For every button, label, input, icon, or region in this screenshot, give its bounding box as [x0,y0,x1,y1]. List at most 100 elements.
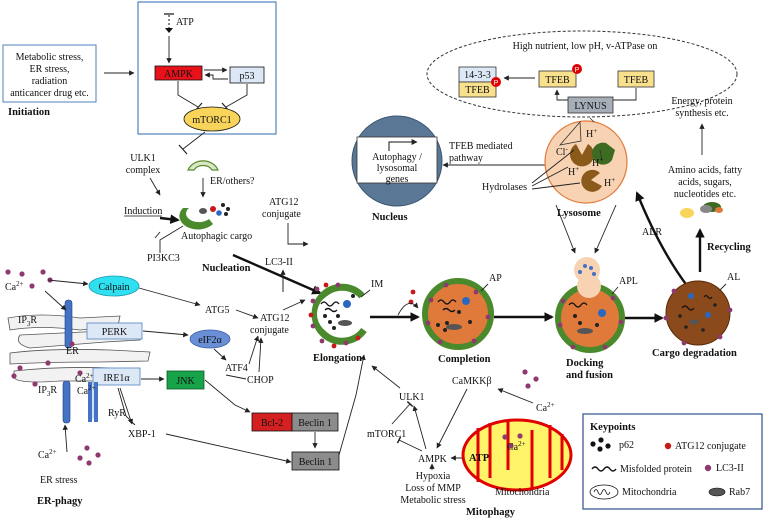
xbp1-to-beclin-arrow [165,433,292,464]
alr-arrow [635,191,689,288]
phagophore-icon [179,203,230,230]
ca-label-bottom: Ca2+ [38,448,57,461]
ryr-channel-icon [88,382,98,422]
atg5-label: ATG5 [205,305,229,316]
recycling-title: Recycling [707,242,751,253]
mtorc1-inhibits-ulk1 [182,131,206,150]
energy-line-2: synthesis etc. [675,108,728,119]
atg12-top-arrow [287,223,309,247]
lc3-icon [704,464,712,472]
ulk1-line-1: ULK1 [130,153,156,164]
mitochondria-label: Mitochondria [495,487,550,498]
ca-dots-mito-inner [502,433,523,449]
ca-label-mito-inner: Ca2+ [507,440,526,453]
pi3kc3-connector [159,225,184,253]
jnk-box [166,370,205,390]
al-label: AL [727,272,740,283]
lysosome-section: High nutrient, low pH, v-ATPase on 14-3-… [351,30,738,254]
autophagosome-icon [422,278,494,350]
legend-title: Keypoints [590,422,636,433]
stress-box [2,44,97,103]
legend-rab7: Rab7 [729,487,750,498]
beclin1-lower-label: Beclin 1 [299,457,333,468]
legend-atg12: ATG12 conjugate [675,441,746,452]
tfeb-pathway-line-1: TFEB mediated [449,141,513,152]
er-crescent-icon [187,160,219,171]
genes-line-2: lysosomal [377,163,418,174]
h-label-3: H+ [592,156,603,169]
autophagic-cargo-label: Autophagic cargo [181,231,252,242]
autolysosome-icon [663,280,733,346]
stress-line-3: radiation [32,76,68,87]
nucleation-title: Nucleation [202,263,251,274]
atg12-er-to-elongation-arrow [282,299,306,311]
eif2a-to-atf4-arrow [213,348,227,361]
atg12-icon [664,442,672,450]
initiation-section: Metabolic stress, ER stress, radiation a… [2,1,277,224]
nutrient-ellipse [426,30,738,118]
tfeb-bound-box [458,81,497,98]
hydrolases-label: Hydrolases [482,182,527,193]
energy-line-1: Energy, protein [671,96,732,107]
ampk-inhibits-mtorc1 [177,81,199,108]
tfeb-free-label: TFEB [624,75,649,86]
jnk-to-bcl2-arrow [204,379,251,413]
stress-line-1: Metabolic stress, [16,52,84,63]
lynus-label: LYNUS [574,101,606,112]
phospho-p-2: P [575,67,580,74]
amino-line-1: Amino acids, fatty [668,165,742,176]
docking-line-1: Docking [566,358,604,369]
atp-mito-label: ATP [469,453,490,464]
autophagolysosome-icon [555,257,625,353]
beclin1-upper-label: Beclin 1 [298,418,332,429]
genes-line-3: genes [386,174,409,185]
atp-down-icon [164,13,174,33]
mitochondrion-icon [461,418,573,492]
ca-to-calpain-arrow [47,279,89,287]
keypoints-legend: Keypoints p62 ATG12 conjugate Misfolded … [582,413,763,510]
er-phagy-title: ER-phagy [37,496,83,507]
alr-label: ALR [642,227,662,238]
lynus-box [567,96,614,114]
tfeb-phospho-label: TFEB [545,75,570,86]
ulk1-to-induction-arrow [149,177,161,196]
elongation-phagophore-icon [308,282,367,349]
er-others-label: ER/others? [210,176,255,187]
mtorc1-mito-label: mTORC1 [367,429,406,440]
genes-line-1: Autophagy / [372,152,422,163]
p62-icon [590,437,611,452]
h-label-2: H+ [568,165,579,178]
ca-to-ip3r-arrow [62,424,69,453]
mtorc1-node-initiation [183,106,241,132]
docking-line-2: and fusion [566,370,613,381]
atg12-er-line-1: ATG12 [260,313,289,324]
mitochondria-legend-icon [589,484,619,500]
apl-label: APL [619,276,638,287]
atg12-top-line-2: conjugate [262,209,301,220]
pi3kc3-label: PI3KC3 [147,253,180,264]
rab7-icon [708,487,726,497]
h-label-4: H+ [604,176,615,189]
ap-label: AP [489,273,502,284]
mitophagy-section: ULK1 CaMKKβ Ca2+ mTORC1 AMPK Hypoxia Los… [367,365,573,518]
recycling-section: Energy, protein synthesis etc. Amino aci… [635,96,751,359]
ire1a-label: IRE1α [103,373,130,384]
beclin1-lower-box [291,451,340,471]
ampk-label-initiation: AMPK [164,69,194,80]
calpain-to-atg5-arrow [138,287,201,307]
nucleus-title: Nucleus [372,212,408,223]
nucleation-to-elongation-arrow [232,253,322,295]
ip3r-channel-bottom-icon [62,380,71,424]
chop-to-atg12-arrow [258,337,264,373]
ip3r-label-top: IP3R [18,315,37,328]
mito-stress-line-1: Hypoxia [416,471,451,482]
ampk-to-ulk1-arrow [412,405,427,450]
mito-stress-line-3: Metabolic stress [400,495,465,506]
amino-line-3: nucleotides etc. [674,189,736,200]
cl-label: Cl- [556,145,568,158]
chop-label: CHOP [247,375,274,386]
mtorc1-inhibits-ulk1-mito [391,401,414,425]
cargo-degradation-title: Cargo degradation [652,348,737,359]
atf4-to-atg12-arrow [248,335,260,365]
